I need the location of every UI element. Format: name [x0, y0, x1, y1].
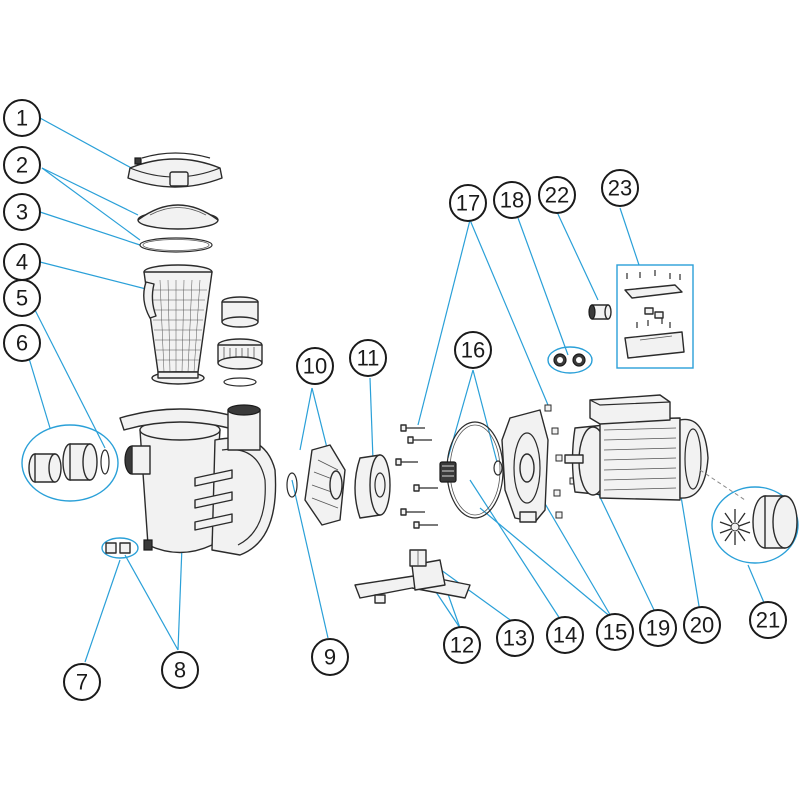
svg-text:5: 5 [16, 286, 28, 311]
label-10: 10 [296, 347, 334, 385]
label-5: 5 [3, 279, 41, 317]
svg-text:14: 14 [553, 623, 577, 648]
svg-text:17: 17 [456, 191, 480, 216]
svg-text:6: 6 [16, 331, 28, 356]
label-14: 14 [546, 616, 584, 654]
label-23: 23 [601, 169, 639, 207]
label-8: 8 [161, 651, 199, 689]
label-20: 20 [683, 606, 721, 644]
leader-lines [27, 117, 766, 663]
union-fittings [217, 296, 263, 387]
label-6: 6 [3, 324, 41, 362]
part-13-spacer-block [409, 549, 427, 567]
part-4-strainer-basket [143, 264, 213, 385]
part-18-bearings [547, 346, 593, 374]
part-17-bolts [395, 424, 438, 529]
part-23-terminal-box-kit [616, 264, 694, 369]
svg-text:10: 10 [303, 354, 327, 379]
part-11-impeller [354, 454, 391, 519]
svg-text:23: 23 [608, 176, 632, 201]
svg-text:22: 22 [545, 183, 569, 208]
part-3-o-ring [139, 237, 213, 253]
label-3: 3 [3, 193, 41, 231]
label-22: 22 [538, 176, 576, 214]
label-1: 1 [3, 99, 41, 137]
svg-text:19: 19 [646, 616, 670, 641]
label-7: 7 [63, 663, 101, 701]
part-8-pump-housing [119, 404, 277, 556]
part-22-capacitor [588, 304, 612, 320]
label-18: 18 [493, 181, 531, 219]
svg-text:2: 2 [16, 153, 28, 178]
part-21-fan-and-cover [699, 469, 799, 564]
svg-text:18: 18 [500, 188, 524, 213]
part-1-lid-ring [127, 152, 223, 188]
svg-text:13: 13 [503, 626, 527, 651]
part-12-base [354, 559, 471, 604]
svg-text:1: 1 [16, 106, 28, 131]
label-17: 17 [449, 184, 487, 222]
label-19: 19 [639, 609, 677, 647]
part-6-union-set [21, 424, 119, 502]
svg-text:16: 16 [461, 338, 485, 363]
label-9: 9 [311, 638, 349, 676]
svg-text:20: 20 [690, 613, 714, 638]
svg-text:3: 3 [16, 200, 28, 225]
part-20-motor-body [589, 394, 709, 501]
label-2: 2 [3, 146, 41, 184]
part-9-o-ring [286, 472, 298, 498]
label-16: 16 [454, 331, 492, 369]
svg-text:7: 7 [76, 670, 88, 695]
svg-text:15: 15 [603, 620, 627, 645]
part-7-drain-plugs [101, 537, 139, 559]
label-13: 13 [496, 619, 534, 657]
label-12: 12 [443, 626, 481, 664]
label-21: 21 [749, 601, 787, 639]
svg-text:9: 9 [324, 645, 336, 670]
part-16-mechanical-seal [439, 460, 503, 483]
label-15: 15 [596, 613, 634, 651]
svg-text:4: 4 [16, 250, 28, 275]
part-2-lid [137, 204, 219, 230]
svg-text:8: 8 [174, 658, 186, 683]
label-4: 4 [3, 243, 41, 281]
svg-text:11: 11 [357, 346, 380, 371]
svg-text:12: 12 [450, 633, 474, 658]
svg-text:21: 21 [756, 608, 780, 633]
label-11: 11 [349, 339, 387, 377]
part-10-diffuser [304, 444, 346, 526]
